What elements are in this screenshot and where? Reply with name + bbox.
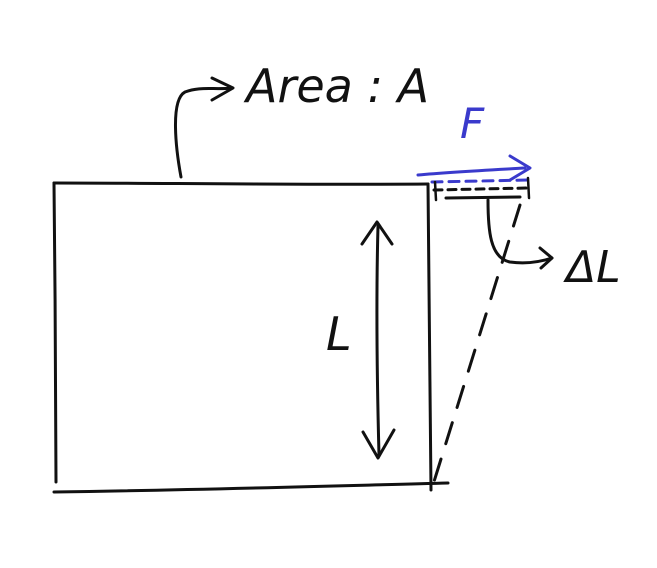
- block-left-edge: [52, 181, 58, 484]
- block-bottom-edge: [52, 481, 450, 494]
- area-pointer-arrowhead: [210, 76, 235, 102]
- block-top-edge: [52, 181, 430, 186]
- force-arrow-head: [508, 154, 532, 182]
- delta-l-leader-head: [538, 246, 554, 270]
- force-label: F: [460, 99, 485, 148]
- block: [52, 181, 450, 494]
- deformed-edge: [430, 203, 522, 490]
- delta-l-bracket: [444, 195, 554, 270]
- area-label: Area : A: [243, 59, 429, 113]
- length-arrow-head-top: [360, 220, 394, 246]
- displaced-top-tick-right: [526, 176, 531, 200]
- displaced-top-tick-left: [433, 180, 438, 202]
- length-arrow-shaft: [375, 224, 381, 457]
- force-arrow-shaft: [416, 166, 527, 177]
- force-arrow-dashed: [430, 178, 530, 184]
- area-pointer: [174, 76, 235, 179]
- block-right-edge: [426, 182, 433, 492]
- delta-l-leader: [486, 198, 554, 265]
- displaced-top: [432, 176, 531, 202]
- delta-l-bar: [444, 195, 522, 200]
- length-label: L: [326, 307, 352, 361]
- length-arrow-head-bottom: [361, 428, 396, 460]
- force-arrow: [416, 154, 532, 184]
- delta-l-label: ΔL: [563, 242, 621, 293]
- displaced-top-edge: [432, 186, 530, 192]
- area-pointer-curve: [174, 86, 234, 179]
- length-arrow: [360, 220, 396, 460]
